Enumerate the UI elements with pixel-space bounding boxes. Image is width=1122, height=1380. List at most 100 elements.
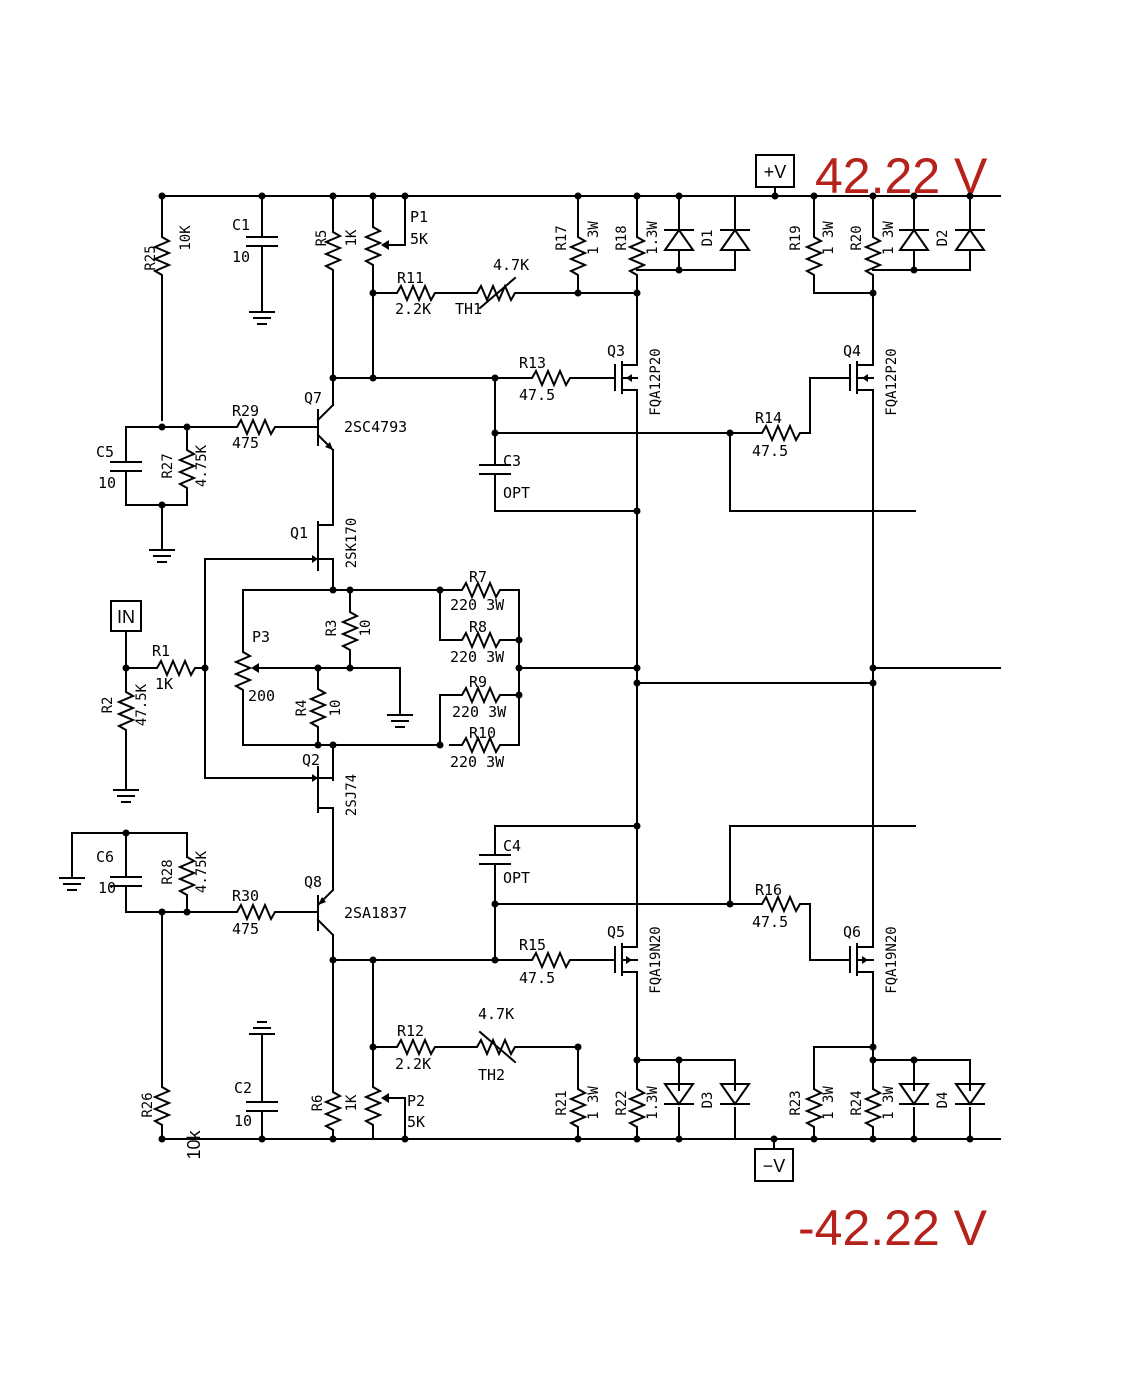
svg-text:10: 10 (98, 879, 116, 897)
svg-text:4.7K: 4.7K (493, 256, 529, 274)
resistor-r18: R18 1.3W (614, 195, 661, 366)
svg-text:C4: C4 (503, 837, 521, 855)
input-port: IN (110, 600, 142, 669)
svg-text:+V: +V (764, 162, 787, 182)
svg-text:R10: R10 (469, 724, 496, 742)
svg-text:47.5K: 47.5K (134, 683, 150, 726)
svg-text:10: 10 (98, 474, 116, 492)
svg-text:10: 10 (232, 248, 250, 266)
svg-text:47.5: 47.5 (519, 969, 555, 987)
positive-supply-port: +V (755, 154, 795, 197)
svg-text:Q6: Q6 (843, 923, 861, 941)
svg-text:−V: −V (763, 1156, 786, 1176)
svg-text:Q2: Q2 (302, 751, 320, 769)
svg-text:C2: C2 (234, 1079, 252, 1097)
svg-text:R2: R2 (100, 697, 116, 714)
svg-text:R1: R1 (152, 642, 170, 660)
mosfet-q6: Q6 FQA19N20 (843, 682, 900, 1061)
resistor-r27: R27 4.75K (125, 426, 210, 563)
resistor-r11: R11 2.2K (372, 269, 466, 318)
svg-text:1 3W: 1 3W (821, 1086, 837, 1120)
svg-text:R24: R24 (849, 1090, 865, 1115)
positive-voltage-annotation: 42.22 V (815, 148, 988, 204)
negative-voltage-annotation: -42.22 V (798, 1200, 988, 1256)
svg-text:R27: R27 (160, 453, 176, 478)
svg-text:1K: 1K (155, 675, 173, 693)
svg-text:R14: R14 (755, 409, 782, 427)
resistor-r23: R23 1 3W (788, 1046, 837, 1140)
svg-text:47.5: 47.5 (752, 442, 788, 460)
svg-text:R28: R28 (160, 859, 176, 884)
resistor-r17: R17 1 3W (554, 195, 602, 294)
svg-text:Q5: Q5 (607, 923, 625, 941)
svg-text:R26: R26 (140, 1092, 156, 1117)
svg-text:R9: R9 (469, 673, 487, 691)
svg-text:1 3W: 1 3W (881, 221, 897, 255)
svg-text:D1: D1 (700, 230, 716, 247)
resistor-r16: R16 47.5 (729, 825, 916, 961)
svg-text:OPT: OPT (503, 869, 530, 887)
svg-text:R25: R25 (143, 245, 159, 270)
svg-text:TH2: TH2 (478, 1066, 505, 1084)
svg-text:R3: R3 (324, 620, 340, 637)
svg-text:Q3: Q3 (607, 342, 625, 360)
resistor-r2: R2 47.5K (100, 667, 150, 803)
resistor-r19: R19 1 3W (788, 195, 837, 294)
svg-text:10: 10 (328, 700, 344, 717)
transistor-q7: Q7 2SC4793 (304, 389, 407, 526)
svg-text:220 3W: 220 3W (452, 703, 507, 721)
diode-d4: D4 (872, 1059, 985, 1140)
svg-text:R19: R19 (788, 225, 804, 250)
svg-text:C6: C6 (96, 848, 114, 866)
svg-text:475: 475 (232, 434, 259, 452)
capacitor-c1: C1 10 (232, 195, 278, 325)
svg-text:Q4: Q4 (843, 342, 861, 360)
svg-text:4.75K: 4.75K (194, 850, 210, 893)
svg-text:1 3W: 1 3W (821, 221, 837, 255)
svg-text:R4: R4 (294, 700, 310, 717)
potentiometer-p1: P1 5K (365, 195, 428, 379)
svg-text:C1: C1 (232, 216, 250, 234)
resistor-r8: R8 220 3W (439, 618, 520, 666)
svg-text:P1: P1 (410, 208, 428, 226)
resistor-r4: R4 10 (294, 667, 344, 746)
svg-text:2SK170: 2SK170 (344, 518, 360, 569)
svg-text:220 3W: 220 3W (450, 648, 505, 666)
svg-text:1 3W: 1 3W (586, 1086, 602, 1120)
svg-text:FQA12P20: FQA12P20 (648, 348, 664, 415)
svg-text:R7: R7 (469, 568, 487, 586)
svg-text:2SJ74: 2SJ74 (344, 774, 360, 816)
diode-d3: D3 (636, 1059, 750, 1140)
svg-text:R16: R16 (755, 881, 782, 899)
svg-text:220 3W: 220 3W (450, 753, 505, 771)
mosfet-q5: Q5 FQA19N20 (607, 682, 664, 1061)
jfet-q1: Q1 2SK170 (204, 518, 360, 591)
resistor-r22: R22 1.3W (614, 1059, 661, 1140)
negative-supply-port: −V (754, 1138, 794, 1182)
svg-text:D2: D2 (935, 230, 951, 247)
svg-text:4.75K: 4.75K (194, 444, 210, 487)
thermistor-th2: 4.7K TH2 (464, 1005, 579, 1084)
svg-text:OPT: OPT (503, 484, 530, 502)
svg-text:R30: R30 (232, 887, 259, 905)
svg-text:475: 475 (232, 920, 259, 938)
svg-text:FQA19N20: FQA19N20 (884, 926, 900, 993)
mosfet-q3: Q3 FQA12P20 (607, 342, 664, 684)
resistor-r9: R9 220 3W (439, 673, 520, 721)
svg-text:2SC4793: 2SC4793 (344, 418, 407, 436)
potentiometer-p2: P2 5K (365, 959, 425, 1140)
svg-text:R6: R6 (310, 1095, 326, 1112)
svg-text:Q8: Q8 (304, 873, 322, 891)
resistor-r26: R26 10k (140, 911, 204, 1160)
svg-text:R17: R17 (554, 225, 570, 250)
svg-text:5K: 5K (407, 1113, 425, 1131)
svg-text:D3: D3 (700, 1092, 716, 1109)
resistor-r24: R24 1 3W (849, 1059, 897, 1140)
svg-text:FQA19N20: FQA19N20 (648, 926, 664, 993)
svg-text:R18: R18 (614, 225, 630, 250)
svg-text:R13: R13 (519, 354, 546, 372)
resistor-r10: R10 220 3W (449, 719, 520, 771)
resistor-r3: R3 10 (324, 589, 374, 669)
thermistor-th1: 4.7K TH1 (455, 256, 638, 318)
svg-text:FQA12P20: FQA12P20 (884, 348, 900, 415)
